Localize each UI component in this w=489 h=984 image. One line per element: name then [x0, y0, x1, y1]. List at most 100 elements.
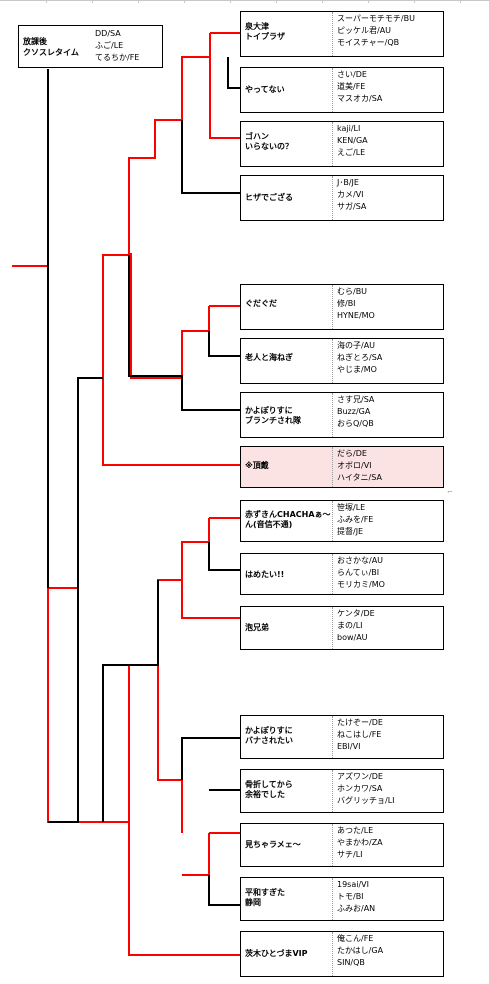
team-member: アズワン/DE — [337, 772, 383, 781]
column-divider — [332, 68, 333, 112]
team-member: カメ/VI — [337, 190, 364, 199]
team-name: 骨折してから 余裕でした — [245, 780, 293, 799]
column-divider — [332, 607, 333, 649]
team-name: はめたい!! — [245, 570, 285, 579]
column-divider — [332, 122, 333, 166]
team-member: 笹塚/LE — [337, 503, 366, 512]
team-box-highlighted: ※頂戴 だら/DE オボロ/VI ハイタニ/SA — [240, 446, 444, 488]
team-box: かよぽりすに バナされたい たけぞー/DE ねこはし/FE EBI/VI — [240, 715, 444, 759]
team-member: ふみお/AN — [337, 904, 376, 913]
champion-member: DD/SA — [95, 29, 121, 38]
team-name: 赤ずきんCHACHAぁ～ ん(音信不通) — [245, 510, 331, 529]
team-member: オボロ/VI — [337, 461, 372, 470]
team-member: J･B/JE — [337, 178, 359, 187]
team-member: bow/AU — [337, 633, 368, 642]
champion-name: 放課後 クソスレタイム — [23, 37, 79, 57]
team-member: サチ/LI — [337, 850, 363, 859]
team-member: EBI/VI — [337, 742, 361, 751]
column-divider — [332, 285, 333, 329]
column-divider — [332, 501, 333, 541]
team-member: サガ/SA — [337, 202, 367, 211]
column-divider — [332, 176, 333, 220]
team-name: ゴハン いらないの？ — [245, 132, 293, 151]
team-box: ぐだぐだ むら/BU 修/BI HYNE/MO — [240, 284, 444, 330]
team-name: ヒザでござる — [245, 193, 293, 202]
team-member: ケンタ/DE — [337, 609, 375, 618]
team-name: ※頂戴 — [245, 461, 269, 470]
team-member: 海の子/AU — [337, 341, 376, 350]
team-member: 俺こん/FE — [337, 934, 374, 943]
team-box: 茨木ひとづまVIP 俺こん/FE たかはし/GA SIN/QB — [240, 931, 444, 977]
team-member: モイスチャー/QB — [337, 38, 400, 47]
team-member: 修/BI — [337, 299, 356, 308]
team-name: やってない — [245, 85, 285, 94]
team-member: ねぎとろ/SA — [337, 353, 383, 362]
column-divider — [332, 554, 333, 594]
column-divider — [332, 878, 333, 920]
team-member: 19sai/VI — [337, 880, 369, 889]
team-box: やってない さい/DE 道美/FE マスオカ/SA — [240, 67, 444, 113]
column-divider — [332, 393, 333, 437]
column-divider — [332, 932, 333, 976]
team-box: はめたい!! おさかな/AU らんてぃ/BI モリカミ/MO — [240, 553, 444, 595]
team-member: マスオカ/SA — [337, 94, 383, 103]
eliminated-path-lines — [47, 57, 240, 906]
column-divider — [332, 447, 333, 487]
column-divider — [332, 824, 333, 866]
team-box: 老人と海ねぎ 海の子/AU ねぎとろ/SA やじま/MO — [240, 338, 444, 384]
team-member: バグリッチョ/LI — [337, 796, 395, 805]
team-name: 平和すぎた 静岡 — [245, 888, 285, 907]
team-member: ハイタニ/SA — [337, 473, 382, 482]
team-box: 赤ずきんCHACHAぁ～ ん(音信不通) 笹塚/LE ふみを/FE 提督/JE — [240, 500, 444, 542]
team-member: トモ/BI — [337, 892, 364, 901]
team-member: やじま/MO — [337, 365, 377, 374]
team-box: 泉大津 トイプラザ スーパーモチモチ/BU ピッケル君/AU モイスチャー/QB — [240, 11, 444, 57]
team-member: あつた/LE — [337, 826, 374, 835]
winner-path-lines — [12, 32, 240, 956]
team-name: 泡兄弟 — [245, 623, 269, 632]
team-member: おさかな/AU — [337, 556, 384, 565]
column-divider — [332, 716, 333, 758]
champion-member: てるちか/FE — [95, 53, 140, 62]
team-member: Buzz/GA — [337, 407, 371, 416]
team-member: ホンカワ/SA — [337, 784, 383, 793]
team-name: ぐだぐだ — [245, 299, 277, 308]
team-member: 道美/FE — [337, 82, 366, 91]
team-member: ふみを/FE — [337, 515, 374, 524]
team-name: 泉大津 トイプラザ — [245, 22, 285, 41]
champion-members: DD/SA ふご/LE てるちか/FE — [95, 28, 139, 64]
team-member: ピッケル君/AU — [337, 26, 392, 35]
team-name: 老人と海ねぎ — [245, 353, 293, 362]
team-name: かよぽりすに ブランチされ隊 — [245, 406, 301, 425]
team-member: たけぞー/DE — [337, 718, 383, 727]
team-name: かよぽりすに バナされたい — [245, 726, 293, 745]
team-name: 茨木ひとづまVIP — [245, 949, 308, 958]
team-member: やまかわ/ZA — [337, 838, 383, 847]
team-member: HYNE/MO — [337, 311, 375, 320]
team-member: kaji/LI — [337, 124, 361, 133]
team-name: 見ちゃラメェ～ — [245, 840, 301, 849]
champion-member: ふご/LE — [95, 41, 124, 50]
team-member: さい/DE — [337, 70, 367, 79]
column-divider — [332, 12, 333, 56]
team-member: KEN/GA — [337, 136, 368, 145]
champion-box: 放課後 クソスレタイム DD/SA ふご/LE てるちか/FE — [18, 25, 163, 68]
team-member: SIN/QB — [337, 958, 365, 967]
cell-cursor-mark: ⌐ — [447, 488, 453, 496]
team-member: たかはし/GA — [337, 946, 384, 955]
team-member: ねこはし/FE — [337, 730, 382, 739]
team-box: 平和すぎた 静岡 19sai/VI トモ/BI ふみお/AN — [240, 877, 444, 921]
team-member: だら/DE — [337, 449, 367, 458]
team-member: らんてぃ/BI — [337, 568, 380, 577]
team-member: モリカミ/MO — [337, 580, 385, 589]
team-member: むら/BU — [337, 287, 368, 296]
team-box: ヒザでござる J･B/JE カメ/VI サガ/SA — [240, 175, 444, 221]
team-member: 提督/JE — [337, 527, 364, 536]
team-member: スーパーモチモチ/BU — [337, 14, 415, 23]
team-member: おらQ/QB — [337, 419, 374, 428]
